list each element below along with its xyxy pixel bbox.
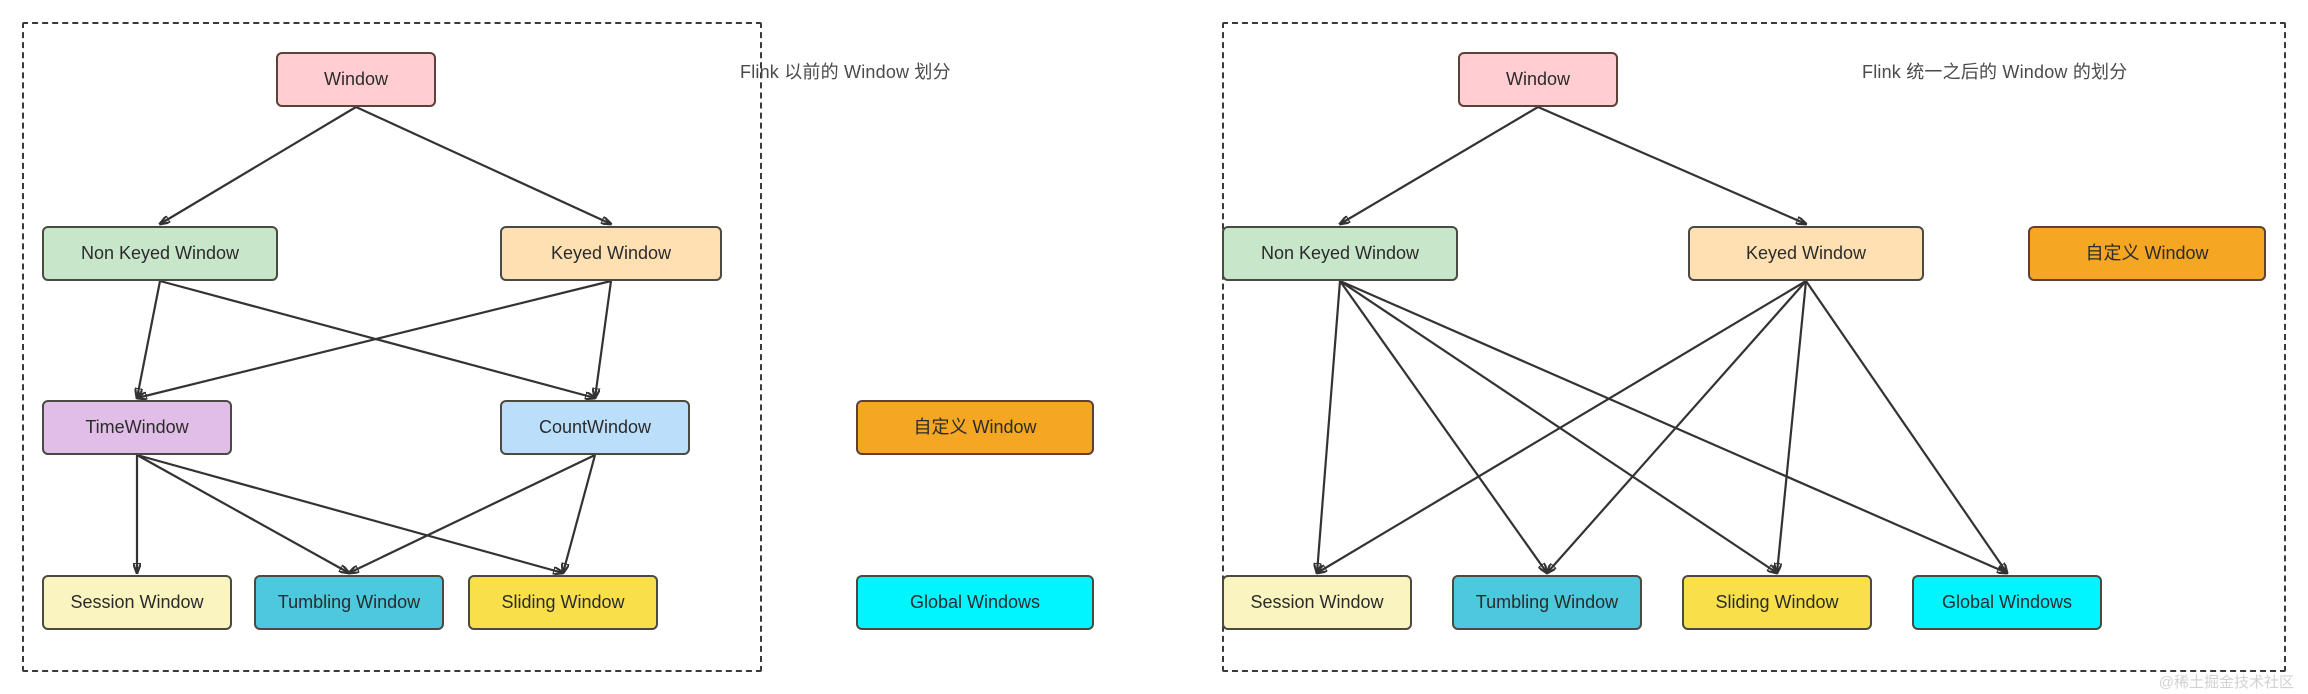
node-right-global-windows[interactable]: Global Windows — [1912, 575, 2102, 630]
node-left-tumbling-window[interactable]: Tumbling Window — [254, 575, 444, 630]
caption-unified: Flink 统一之后的 Window 的划分 — [1862, 62, 2128, 82]
node-right-non-keyed-window[interactable]: Non Keyed Window — [1222, 226, 1458, 281]
node-left-time-window[interactable]: TimeWindow — [42, 400, 232, 455]
node-right-sliding-window[interactable]: Sliding Window — [1682, 575, 1872, 630]
node-left-keyed-window[interactable]: Keyed Window — [500, 226, 722, 281]
node-left-sliding-window[interactable]: Sliding Window — [468, 575, 658, 630]
node-right-tumbling-window[interactable]: Tumbling Window — [1452, 575, 1642, 630]
node-left-non-keyed-window[interactable]: Non Keyed Window — [42, 226, 278, 281]
caption-legacy: Flink 以前的 Window 划分 — [740, 62, 951, 82]
node-right-window[interactable]: Window — [1458, 52, 1618, 107]
node-left-count-window[interactable]: CountWindow — [500, 400, 690, 455]
node-left-window[interactable]: Window — [276, 52, 436, 107]
node-right-custom-window[interactable]: 自定义 Window — [2028, 226, 2266, 281]
node-left-custom-window[interactable]: 自定义 Window — [856, 400, 1094, 455]
node-right-keyed-window[interactable]: Keyed Window — [1688, 226, 1924, 281]
node-left-global-windows[interactable]: Global Windows — [856, 575, 1094, 630]
node-right-session-window[interactable]: Session Window — [1222, 575, 1412, 630]
node-left-session-window[interactable]: Session Window — [42, 575, 232, 630]
watermark: @稀土掘金技术社区 — [2158, 674, 2294, 691]
